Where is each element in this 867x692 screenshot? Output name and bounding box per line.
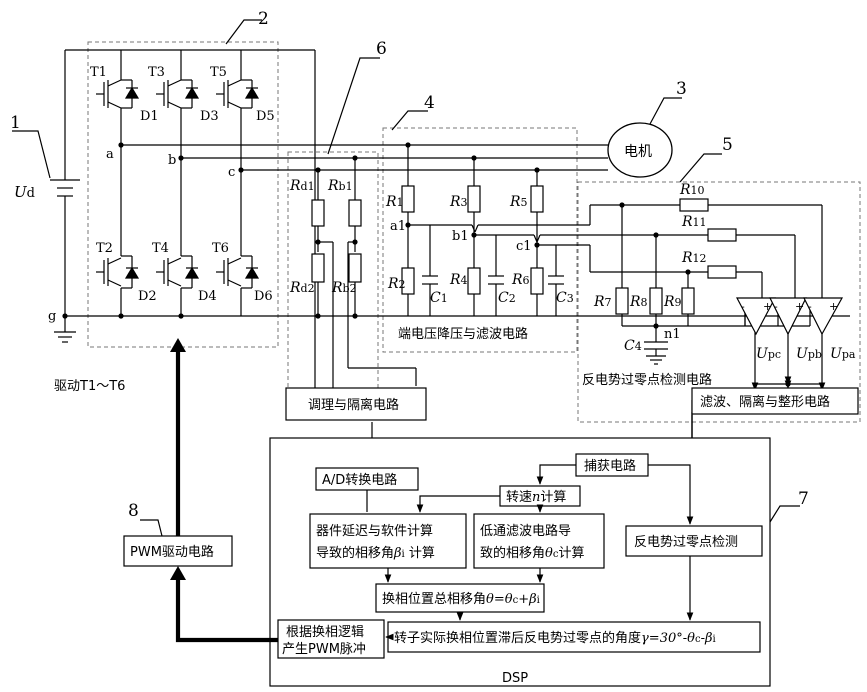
callout-2: 2 [258, 9, 269, 29]
dsp-label: DSP [502, 671, 528, 686]
motor-label: 电机 [624, 144, 652, 160]
r8-label: R8 [629, 294, 648, 310]
delay-text-1: 器件延迟与软件计算 [316, 524, 433, 539]
node-n1: n1 [664, 327, 681, 342]
rd2-label: Rd2 [289, 280, 315, 296]
d1-label: D1 [140, 109, 159, 124]
svg-text:-: - [774, 300, 778, 313]
lpf-text-1: 低通滤波电路导 [480, 523, 571, 539]
r6-label: R6 [511, 272, 530, 288]
c3-label: C3 [556, 290, 574, 306]
zero-detect-text: 反电势过零点检测 [634, 534, 738, 550]
r10-label: R10 [679, 182, 705, 198]
node-g: g [48, 309, 56, 324]
r2-label: R2 [387, 276, 406, 292]
pwm-gen-text-2: 产生PWM脉冲 [282, 642, 366, 657]
rb2-label: Rb2 [331, 280, 357, 296]
callout-3: 3 [676, 79, 687, 99]
rd1-label: Rd1 [289, 178, 315, 194]
speed-text: 转速n计算 [506, 490, 566, 505]
r9-label: R9 [663, 294, 682, 310]
lpf-text-2: 致的相移角θc计算 [480, 545, 584, 561]
r12-label: R12 [681, 250, 707, 266]
r3-label: R3 [449, 194, 468, 210]
filter-box [383, 128, 577, 352]
final-angle-text: 转子实际换相位置滞后反电势过零点的角度γ=30°-θc-βi [394, 630, 716, 646]
r7-label: R7 [593, 294, 612, 310]
c1-label: C1 [430, 290, 448, 306]
d2-label: D2 [138, 289, 157, 304]
node-a: a [106, 147, 114, 162]
capture-text: 捕获电路 [584, 458, 636, 474]
source-label: Ud [14, 183, 35, 201]
c2-label: C2 [498, 290, 516, 306]
svg-text:+: + [795, 300, 804, 313]
c4-label: C4 [624, 338, 642, 354]
svg-text:+: + [829, 300, 838, 313]
node-c1: c1 [516, 239, 532, 254]
t1-label: T1 [90, 65, 107, 80]
r5-label: R5 [509, 194, 528, 210]
d5-label: D5 [256, 109, 275, 124]
callout-4: 4 [424, 93, 435, 113]
upa-label: Upa [830, 346, 856, 362]
t4-label: T4 [152, 241, 169, 256]
t6-label: T6 [212, 241, 229, 256]
callout-5: 5 [722, 135, 733, 155]
callout-8: 8 [128, 501, 139, 521]
bemf-caption: 反电势过零点检测电路 [582, 372, 712, 388]
upc-label: Upc [756, 346, 781, 362]
t3-label: T3 [148, 65, 165, 80]
node-b: b [168, 153, 176, 168]
r11-label: R11 [681, 214, 707, 230]
total-angle-text: 换相位置总相移角θ=θc+βi [382, 592, 540, 607]
callout-6: 6 [376, 39, 387, 59]
upb-label: Upb [796, 346, 822, 362]
shaping-text: 滤波、隔离与整形电路 [700, 394, 830, 410]
node-b1: b1 [452, 229, 469, 244]
svg-text:-: - [808, 300, 812, 313]
r4-label: R4 [449, 272, 468, 288]
d4-label: D4 [198, 289, 217, 304]
pwm-drive-text: PWM驱动电路 [130, 544, 214, 560]
delay-text-2: 导致的相移角βi 计算 [316, 545, 435, 561]
t2-label: T2 [96, 241, 113, 256]
adc-text: A/D转换电路 [322, 472, 397, 488]
svg-text:+: + [763, 300, 772, 313]
node-c: c [228, 165, 235, 180]
t5-label: T5 [210, 65, 227, 80]
callout-1: 1 [10, 113, 21, 133]
svg-text:-: - [741, 300, 745, 313]
conditioning-text: 调理与隔离电路 [308, 397, 399, 413]
node-a1: a1 [390, 219, 406, 234]
drive-label: 驱动T1～T6 [54, 379, 125, 394]
pwm-gen-text-1: 根据换相逻辑 [286, 625, 364, 640]
callout-7: 7 [798, 489, 809, 509]
r1-label: R1 [385, 194, 404, 210]
d3-label: D3 [200, 109, 219, 124]
filter-caption: 端电压降压与滤波电路 [398, 326, 528, 342]
d6-label: D6 [254, 289, 273, 304]
rb1-label: Rb1 [327, 178, 353, 194]
